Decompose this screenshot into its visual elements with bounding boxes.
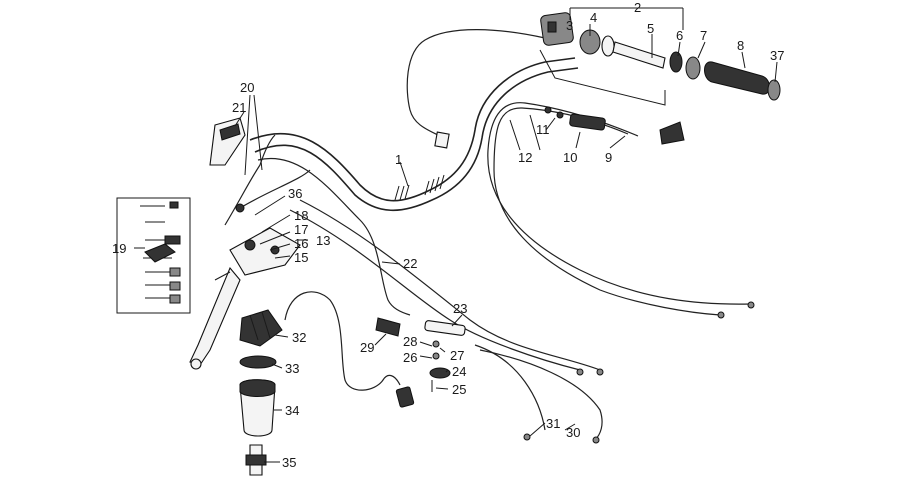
connector-lower bbox=[395, 386, 415, 408]
callout-11: 11 bbox=[536, 122, 550, 137]
callout-37: 37 bbox=[770, 48, 784, 63]
end-cap-37 bbox=[767, 79, 781, 101]
callout-7: 7 bbox=[700, 28, 707, 43]
callout-10: 10 bbox=[563, 150, 577, 165]
callout-9: 9 bbox=[605, 150, 612, 165]
callout-19: 19 bbox=[112, 241, 126, 256]
callout-25: 25 bbox=[452, 382, 466, 397]
adjuster-10 bbox=[569, 113, 606, 131]
leader-lines bbox=[134, 7, 778, 463]
callout-16: 16 bbox=[294, 236, 308, 251]
clutch-cables bbox=[289, 199, 604, 444]
callout-22: 22 bbox=[403, 256, 417, 271]
throttle-tube bbox=[612, 41, 666, 69]
washer-33 bbox=[239, 355, 277, 369]
detail-box-19 bbox=[116, 197, 191, 314]
part-29 bbox=[375, 317, 401, 337]
callout-20: 20 bbox=[240, 80, 254, 95]
callout-29: 29 bbox=[360, 340, 374, 355]
callout-13: 13 bbox=[316, 233, 330, 248]
clamp-half bbox=[659, 121, 685, 145]
callout-2: 2 bbox=[634, 0, 641, 15]
callout-5: 5 bbox=[647, 21, 654, 36]
switch-housing-right bbox=[540, 12, 574, 46]
callout-6: 6 bbox=[676, 28, 683, 43]
callout-3: 3 bbox=[566, 18, 573, 33]
lever-bracket bbox=[229, 227, 301, 276]
callout-17: 17 bbox=[294, 222, 308, 237]
callout-36: 36 bbox=[288, 186, 302, 201]
washer-6 bbox=[669, 51, 683, 73]
callout-35: 35 bbox=[282, 455, 296, 470]
part-24 bbox=[429, 367, 451, 379]
callout-4: 4 bbox=[590, 10, 597, 25]
callout-21: 21 bbox=[232, 100, 246, 115]
clutch-lever bbox=[189, 266, 241, 366]
callout-32: 32 bbox=[292, 330, 306, 345]
callout-15: 15 bbox=[294, 250, 308, 265]
callout-31: 31 bbox=[546, 416, 560, 431]
callout-28: 28 bbox=[403, 334, 417, 349]
callout-24: 24 bbox=[452, 364, 466, 379]
callout-30: 30 bbox=[566, 425, 580, 440]
callout-26: 26 bbox=[403, 350, 417, 365]
callout-23: 23 bbox=[453, 301, 467, 316]
left-controls bbox=[116, 117, 411, 370]
adjuster-23 bbox=[424, 320, 466, 336]
ring-7 bbox=[685, 56, 701, 80]
throttle-cables bbox=[487, 102, 755, 319]
callout-33: 33 bbox=[285, 361, 299, 376]
connector-upper bbox=[434, 131, 450, 149]
callout-labels: 2 4 3 5 6 7 8 37 1 11 12 10 9 20 21 36 1… bbox=[112, 0, 784, 470]
left-grip-assembly bbox=[239, 309, 283, 476]
callout-34: 34 bbox=[285, 403, 299, 418]
callout-8: 8 bbox=[737, 38, 744, 53]
callout-27: 27 bbox=[450, 348, 464, 363]
grip-8 bbox=[704, 61, 770, 95]
part-21 bbox=[209, 117, 246, 166]
callout-18: 18 bbox=[294, 208, 308, 223]
switch-cable-upper bbox=[406, 29, 546, 149]
callout-1: 1 bbox=[395, 152, 402, 167]
handlebar-knurl bbox=[394, 174, 445, 201]
handlebar bbox=[249, 57, 579, 212]
callout-12: 12 bbox=[518, 150, 532, 165]
switch-cable-lower bbox=[284, 291, 415, 408]
switch-32 bbox=[239, 309, 283, 347]
